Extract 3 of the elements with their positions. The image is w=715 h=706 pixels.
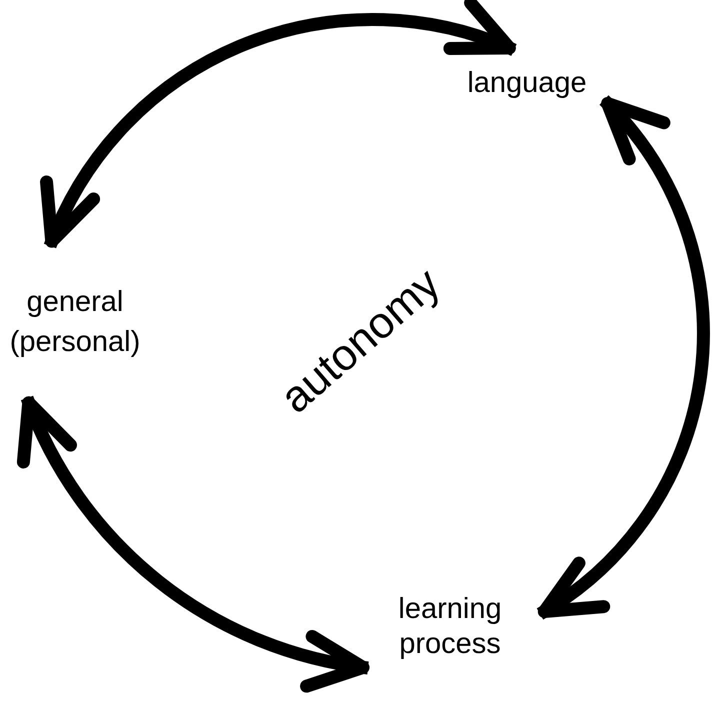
double-headed-arrow [536,96,710,620]
node-label: learning process [368,580,540,674]
node-label: general (personal) [0,246,150,398]
